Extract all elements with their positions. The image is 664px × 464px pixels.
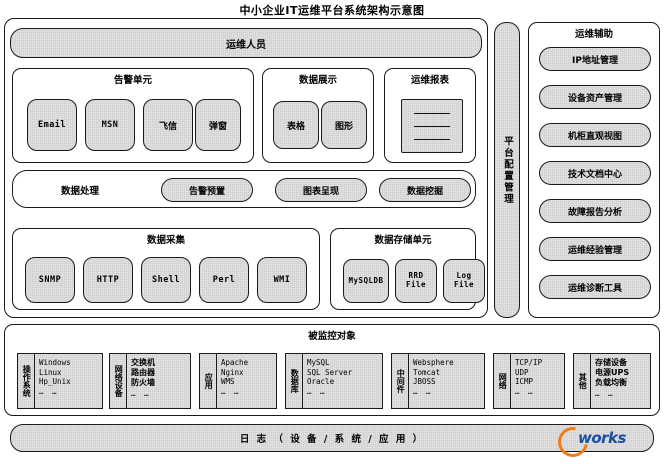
data-collection-item-perl[interactable]: Perl bbox=[199, 257, 249, 303]
data-display-item-label: 图形 bbox=[334, 121, 353, 132]
ops-aux-item-doc-center[interactable]: 技术文档中心 bbox=[539, 161, 651, 185]
page-title: 中小企业IT运维平台系统架构示意图 bbox=[239, 4, 425, 17]
platform-config-label: 平台配置管理 bbox=[502, 135, 513, 205]
ops-aux-item-label: 故障报告分析 bbox=[567, 207, 622, 218]
data-collection-item-shell[interactable]: Shell bbox=[141, 257, 191, 303]
ops-aux-item-asset-management[interactable]: 设备资产管理 bbox=[539, 85, 651, 109]
eworks-watermark: works bbox=[552, 421, 660, 463]
document-lines-icon bbox=[401, 99, 463, 153]
data-processing-item-label: 告警预置 bbox=[188, 186, 225, 197]
data-storage-item-label: RRD File bbox=[405, 271, 427, 289]
monitored-column-key: 网络 bbox=[494, 354, 511, 408]
monitored-column[interactable]: 网络设备 交换机路由器防火墙… … bbox=[109, 353, 191, 409]
alarm-item-msn[interactable]: MSN bbox=[85, 99, 135, 151]
data-processing-item-alarm-preset[interactable]: 告警预置 bbox=[161, 178, 253, 202]
data-display-item-table[interactable]: 表格 bbox=[273, 101, 319, 149]
data-storage-item-log-file[interactable]: Log File bbox=[443, 259, 485, 303]
alarm-item-label: MSN bbox=[101, 120, 119, 130]
data-display-item-graph[interactable]: 图形 bbox=[321, 101, 367, 149]
data-storage-item-label: Log File bbox=[453, 271, 475, 289]
monitored-objects-title: 被监控对象 bbox=[308, 331, 356, 342]
data-collection-title: 数据采集 bbox=[146, 235, 185, 246]
alarm-item-fetion[interactable]: 飞信 bbox=[143, 99, 193, 151]
ops-aux-item-fault-report[interactable]: 故障报告分析 bbox=[539, 199, 651, 223]
monitored-column-key: 操作系统 bbox=[18, 354, 35, 408]
data-collection-item-label: SNMP bbox=[38, 275, 62, 285]
data-collection-item-label: HTTP bbox=[96, 275, 120, 285]
alarm-item-label: 弹窗 bbox=[208, 121, 227, 132]
data-collection-item-wmi[interactable]: WMI bbox=[257, 257, 307, 303]
data-storage-box: 数据存储单元 MySQLDB RRD File Log File bbox=[330, 228, 485, 310]
data-storage-item-label: MySQLDB bbox=[348, 275, 384, 285]
ops-aux-item-label: 技术文档中心 bbox=[567, 169, 622, 180]
data-storage-title: 数据存储单元 bbox=[374, 235, 432, 246]
monitored-column-key: 其他 bbox=[574, 354, 591, 408]
data-processing-box: 数据处理 告警预置 图表呈现 数据挖掘 bbox=[12, 170, 476, 208]
ops-aux-item-rack-view[interactable]: 机柜直观视图 bbox=[539, 123, 651, 147]
log-bar-label: 日 志 （ 设 备 / 系 统 / 应 用 ） bbox=[239, 434, 425, 445]
ops-aux-item-diagnostic-tools[interactable]: 运维诊断工具 bbox=[539, 275, 651, 299]
data-processing-item-chart-render[interactable]: 图表呈现 bbox=[275, 178, 367, 202]
platform-config-bar: 平台配置管理 bbox=[494, 22, 520, 318]
monitored-column-key: 应用 bbox=[200, 354, 217, 408]
ops-staff-bar: 运维人员 bbox=[10, 28, 482, 58]
alarm-unit-title: 告警单元 bbox=[113, 75, 152, 86]
alarm-unit-box: 告警单元 Email MSN 飞信 弹窗 bbox=[12, 68, 254, 163]
ops-staff-label: 运维人员 bbox=[226, 39, 266, 51]
data-display-item-label: 表格 bbox=[286, 121, 305, 132]
log-bar: 日 志 （ 设 备 / 系 统 / 应 用 ） bbox=[10, 424, 654, 452]
ops-report-box: 运维报表 bbox=[384, 68, 476, 163]
ops-aux-item-experience-management[interactable]: 运维经验管理 bbox=[539, 237, 651, 261]
data-storage-item-rrd-file[interactable]: RRD File bbox=[395, 259, 437, 303]
ops-aux-box: 运维辅助 IP地址管理 设备资产管理 机柜直观视图 技术文档中心 故障报告分析 … bbox=[528, 22, 660, 318]
alarm-item-popup[interactable]: 弹窗 bbox=[195, 99, 241, 151]
monitored-column-values: 交换机路由器防火墙… … bbox=[131, 358, 155, 398]
monitored-column-key: 数据库 bbox=[286, 354, 303, 408]
data-collection-item-label: Shell bbox=[151, 275, 181, 285]
data-collection-item-label: Perl bbox=[212, 275, 236, 285]
ops-aux-item-ip-management[interactable]: IP地址管理 bbox=[539, 47, 651, 71]
data-storage-item-mysqldb[interactable]: MySQLDB bbox=[343, 259, 389, 303]
ops-aux-item-label: 运维经验管理 bbox=[567, 245, 622, 256]
ops-aux-item-label: 运维诊断工具 bbox=[567, 283, 622, 294]
data-collection-item-label: WMI bbox=[273, 275, 291, 285]
data-processing-item-label: 图表呈现 bbox=[302, 186, 339, 197]
data-processing-item-label: 数据挖掘 bbox=[406, 186, 443, 197]
data-collection-box: 数据采集 SNMP HTTP Shell Perl WMI bbox=[12, 228, 320, 310]
ops-aux-item-label: 机柜直观视图 bbox=[567, 131, 622, 142]
alarm-item-label: Email bbox=[37, 120, 67, 130]
alarm-item-label: 飞信 bbox=[158, 121, 177, 132]
data-collection-item-http[interactable]: HTTP bbox=[83, 257, 133, 303]
ops-aux-item-label: 设备资产管理 bbox=[567, 93, 622, 104]
data-display-box: 数据展示 表格 图形 bbox=[262, 68, 374, 163]
alarm-item-email[interactable]: Email bbox=[27, 99, 77, 151]
ops-aux-title: 运维辅助 bbox=[574, 29, 613, 40]
data-display-title: 数据展示 bbox=[298, 75, 337, 86]
monitored-column-key: 网络设备 bbox=[110, 354, 127, 408]
data-collection-item-snmp[interactable]: SNMP bbox=[25, 257, 75, 303]
watermark-text: works bbox=[578, 429, 626, 447]
monitored-column-key: 中间件 bbox=[392, 354, 409, 408]
ops-aux-item-label: IP地址管理 bbox=[572, 55, 618, 66]
ops-report-title: 运维报表 bbox=[410, 75, 449, 86]
data-processing-title: 数据处理 bbox=[61, 186, 100, 197]
data-processing-item-data-mining[interactable]: 数据挖掘 bbox=[379, 178, 471, 202]
